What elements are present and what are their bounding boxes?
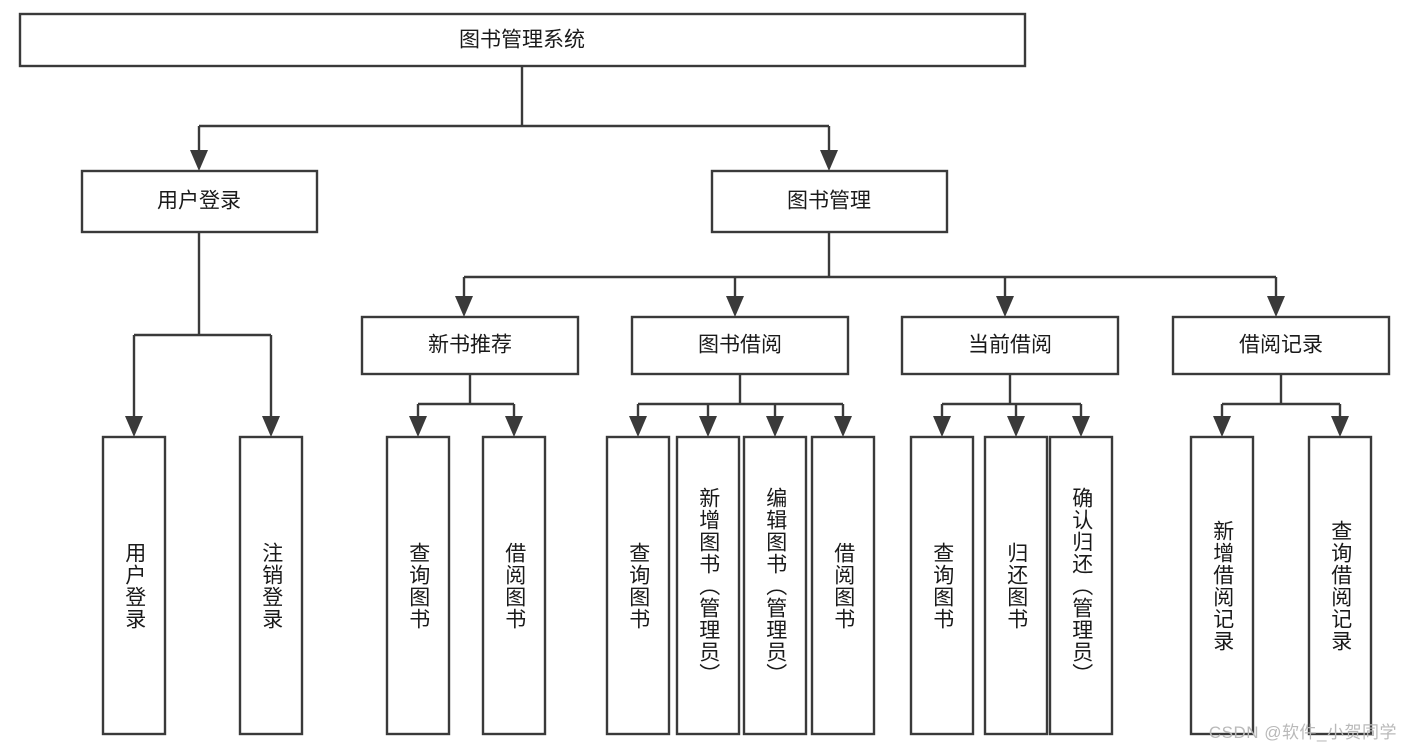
leaf-box-9[interactable] [983,435,1049,736]
arrow-head-icon [933,416,951,437]
node-root-box[interactable] [18,12,1027,68]
node-current-borrow-label: 当前借阅 [968,334,1052,357]
leaf-box-6[interactable] [742,435,808,736]
arrow-head-icon [1213,416,1231,437]
arrow-head-icon [190,150,208,171]
leaf-box-7[interactable] [810,435,876,736]
arrow-head-icon [834,416,852,437]
node-root-label: 图书管理系统 [459,29,585,52]
arrow-head-icon [262,416,280,437]
arrow-head-icon [1072,416,1090,437]
arrow-head-icon [505,416,523,437]
leaf-box-4[interactable] [605,435,671,736]
node-book-borrow-label: 图书借阅 [698,334,782,357]
arrow-head-icon [766,416,784,437]
node-book-borrow-box[interactable] [630,315,850,376]
leaf-box-0[interactable] [101,435,167,736]
csdn-watermark: CSDN @软件_小贺同学 [1208,723,1397,742]
leaf-box-3[interactable] [481,435,547,736]
node-layer: 图书管理系统 用户登录 图书管理 新书推荐 图书借阅 当前借阅 借阅记录 [18,12,1391,736]
arrow-head-icon [409,416,427,437]
leaf-box-2[interactable] [385,435,451,736]
node-new-book-rec-label: 新书推荐 [428,334,512,357]
leaf-box-5[interactable] [675,435,741,736]
node-book-manage-box[interactable] [710,169,949,234]
arrow-head-icon [820,150,838,171]
connector-layer [125,66,1349,437]
leaf-box-11[interactable] [1189,435,1255,736]
node-current-borrow-box[interactable] [900,315,1120,376]
arrow-head-icon [996,296,1014,317]
node-book-manage-label: 图书管理 [787,190,871,213]
leaf-box-10[interactable] [1048,435,1114,736]
arrow-head-icon [1007,416,1025,437]
node-new-book-rec-box[interactable] [360,315,580,376]
node-borrow-record-box[interactable] [1171,315,1391,376]
arrow-head-icon [1331,416,1349,437]
node-borrow-record-label: 借阅记录 [1239,334,1323,357]
arrow-head-icon [1267,296,1285,317]
arrow-head-icon [629,416,647,437]
arrow-head-icon [726,296,744,317]
node-user-login-label: 用户登录 [157,190,241,213]
arrow-head-icon [699,416,717,437]
leaf-box-12[interactable] [1307,435,1373,736]
arrow-head-icon [125,416,143,437]
leaf-box-1[interactable] [238,435,304,736]
arrow-head-icon [455,296,473,317]
leaf-box-8[interactable] [909,435,975,736]
node-user-login-box[interactable] [80,169,319,234]
